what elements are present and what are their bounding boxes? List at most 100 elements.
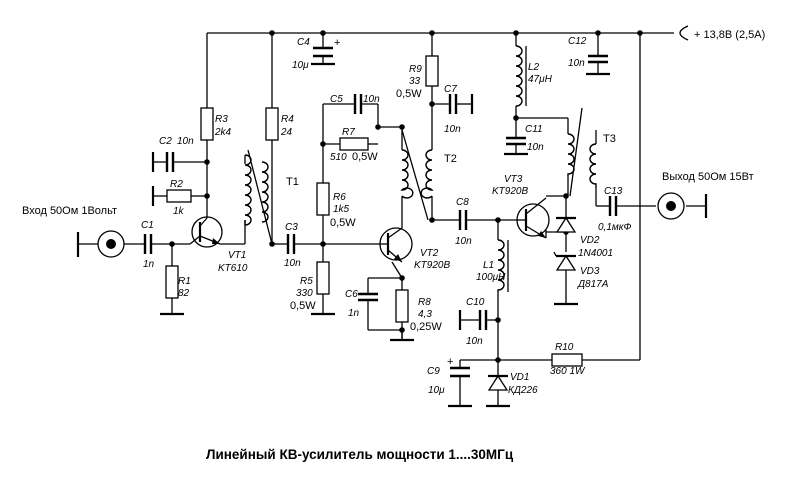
label-components-r3-name: R3 [215,114,228,125]
label-components-l1-name: L1 [483,260,494,271]
resistor-R7 [339,137,369,151]
label-components-r3-value: 2k4 [214,127,232,138]
label-components-c12-name: C12 [568,36,587,47]
label-components-c3-name: C3 [285,222,298,233]
resistor-R3 [200,107,214,141]
label-components-vt2-type: KT920B [414,260,450,271]
label-components-t2-name: T2 [444,153,457,165]
resistor-R5 [316,261,330,295]
label-components-c2-value: 10n [177,136,194,147]
label-components-vd1-type: КД226 [508,385,538,396]
label-components-r10-name: R10 [555,342,574,353]
label-components-c6-value: 1n [348,308,360,319]
output-connector-icon [657,192,685,220]
label-components-t3-name: T3 [603,133,616,145]
transistor-VT3 [516,197,550,239]
capacitor-C6 [358,292,378,302]
transformer-T3-secondary [589,143,597,188]
label-components-r7-value: 510 [330,152,347,163]
wires [76,25,708,408]
label-components-vt3-name: VT3 [504,174,523,185]
diodes [487,216,577,391]
label-components-t1-name: T1 [286,176,299,188]
label-components-l1-value: 100μH [476,272,506,283]
label-components-vt2-name: VT2 [420,248,439,259]
label-components-vd1-name: VD1 [510,372,529,383]
label-components-r9-value: 33 [409,76,421,87]
label-components-c11-value: 10n [527,142,544,153]
label-components-c4_polarity: + [334,37,340,49]
junction-dots [169,30,643,363]
resistor-R10 [551,353,583,367]
transformer-T2-primary [400,149,414,199]
resistor-R2 [166,189,192,203]
transformer-T1-secondary [261,161,269,223]
label-components-r9-name: R9 [409,64,422,75]
label-components-r10-value: 360 1W [550,366,586,377]
label-components-r2-name: R2 [170,179,183,190]
label-components-c4-name: C4 [297,37,310,48]
label-components-r8-value: 4,3 [418,309,432,320]
label-components-c8-name: C8 [456,197,469,208]
inductors [244,45,597,292]
label-components-vt3-type: KT920B [492,186,528,197]
capacitor-C3 [286,234,296,254]
label-components-c5-name: C5 [330,94,343,105]
capacitor-C11 [506,136,526,146]
label-components-r9-power: 0,5W [396,88,422,100]
power-label: + 13,8В (2,5А) [694,29,765,41]
label-components-vd2-type: 1N4001 [578,248,613,259]
transistors [189,197,550,263]
label-components-c11-name: C11 [525,124,543,135]
label-components-c7-name: C7 [444,84,457,95]
label-components-c12-value: 10n [568,58,585,69]
label-components-c9-value: 10μ [428,385,445,396]
label-components-c4-value: 10μ [292,60,309,71]
label-components-c10-value: 10n [466,336,483,347]
label-components-c5-value: 10n [363,94,380,105]
capacitor-C8 [458,210,468,230]
capacitor-C7 [448,94,458,114]
label-components-c13-value: 0,1мкФ [598,222,631,233]
label-components-r5-name: R5 [300,276,313,287]
label-components-r6-name: R6 [333,192,346,203]
label-components-r8-power: 0,25W [410,321,442,333]
label-components-c1-value: 1n [143,259,155,270]
resistor-R8 [395,289,409,323]
capacitor-C5 [353,94,363,114]
label-components-r6-power: 0,5W [330,217,356,229]
label-components-vd3-name: VD3 [580,266,600,277]
capacitor-C10 [478,310,488,330]
capacitor-C13 [608,196,618,216]
label-components-r7-power: 0,5W [352,151,378,163]
page-title: Линейный КВ-усилитель мощности 1....30МГ… [206,447,514,462]
connectors [97,192,685,258]
label-components-c3-value: 10n [284,258,301,269]
transformer-T1-primary [244,154,252,226]
inductor-L1 [497,239,505,292]
label-components-r4-value: 24 [280,127,293,138]
diode-VD2 [555,216,577,233]
power-terminal-icon [679,25,689,41]
label-components-l2-name: L2 [528,62,540,73]
transistor-VT1 [189,216,223,248]
resistor-R6 [316,182,330,216]
label-components-vt1-name: VT1 [228,250,246,261]
resistors [165,55,583,367]
labels: Вход 50Ом 1Вольт Выход 50Ом 15Вт + 13,8В… [22,29,765,462]
label-components-c8-value: 10n [455,236,472,247]
label-components-c10-name: C10 [466,297,485,308]
label-components-vd2-name: VD2 [580,235,600,246]
input-label: Вход 50Ом 1Вольт [22,205,117,217]
capacitor-C9 [450,366,470,378]
label-components-r5-power: 0,5W [290,300,316,312]
diode-VD1 [487,374,509,391]
resistor-R1 [165,265,179,299]
label-components-vd3-type: Д817А [577,279,609,290]
label-components-r7-name: R7 [342,127,355,138]
label-components-r1-value: 82 [178,288,190,299]
label-components-c6-name: C6 [345,289,358,300]
inductor-L2 [515,45,523,107]
label-components-r5-value: 330 [296,288,313,299]
